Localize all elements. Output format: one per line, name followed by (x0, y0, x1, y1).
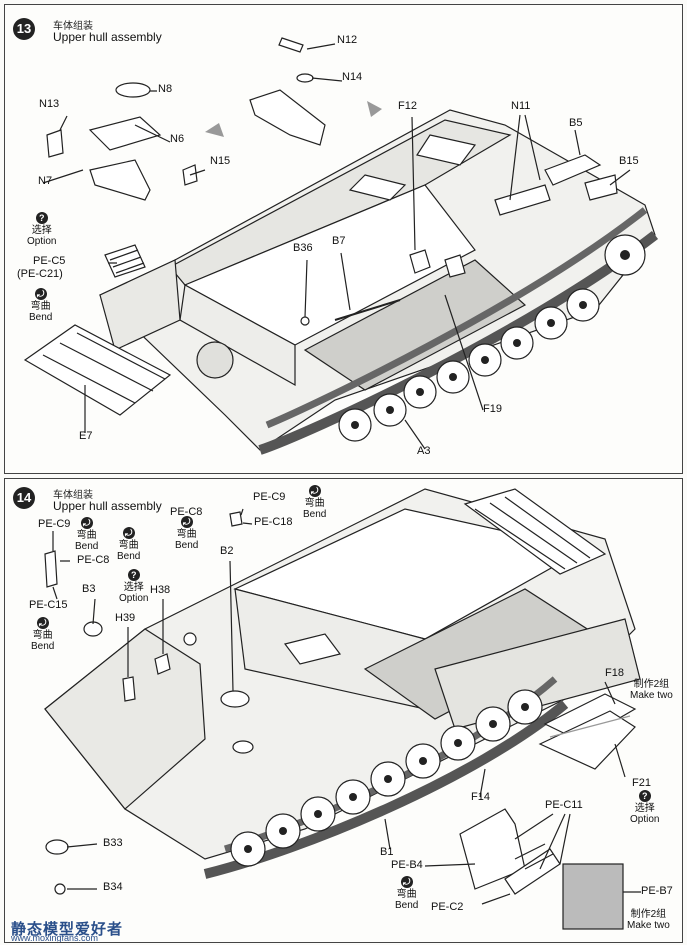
part-label: N11 (511, 100, 531, 112)
hull-drawing-14 (44, 488, 641, 930)
part-label: H38 (150, 584, 171, 596)
make-two-note: 制作2组 Make two (627, 909, 670, 931)
note-en: Bend (303, 509, 327, 520)
part-label: F12 (398, 100, 417, 112)
question-icon: ? (638, 790, 651, 802)
bend-note: ⤾ 弯曲 Bend (75, 517, 98, 552)
part-label: A3 (417, 445, 431, 457)
bend-icon: ⤾ (36, 617, 49, 629)
note-zh: 弯曲 (76, 530, 97, 541)
bend-note: ⤾ 弯曲 Bend (303, 485, 326, 520)
step-14-title: Upper hull assembly (53, 499, 162, 513)
step-14-title-zh: 车体组装 (53, 490, 93, 501)
option-note: ? 选择 Option (27, 212, 56, 247)
part-label: PE-B4 (391, 859, 423, 871)
question-icon: ? (35, 212, 48, 224)
note-en: Bend (31, 641, 55, 652)
bend-note: ⤾ 弯曲 Bend (395, 876, 418, 911)
step-13-title: Upper hull assembly (53, 30, 162, 44)
bend-note: ⤾ 弯曲 Bend (117, 527, 140, 562)
part-label: N15 (210, 155, 231, 167)
note-zh: 选择 (123, 582, 144, 593)
note-en: Option (27, 236, 57, 247)
step-13-panel: 13 车体组装 Upper hull assembly N12 N14 N8 N… (4, 4, 683, 474)
part-label: B1 (380, 846, 394, 858)
step-13-title-zh: 车体组装 (53, 21, 93, 32)
part-label: B36 (293, 242, 313, 254)
part-label: PE-C11 (545, 799, 583, 811)
bend-note: ⤾ 弯曲 Bend (29, 288, 52, 323)
question-icon: ? (127, 569, 140, 581)
part-label: B7 (332, 235, 346, 247)
bend-note: ⤾ 弯曲 Bend (175, 516, 198, 551)
part-label: PE-C15 (29, 599, 68, 611)
step-14-number: 14 (13, 487, 35, 509)
note-en: Make two (630, 690, 673, 701)
note-zh: 选择 (31, 225, 52, 236)
part-label: N14 (342, 71, 363, 83)
note-en: Bend (75, 541, 99, 552)
note-en: Make two (627, 920, 670, 931)
note-zh: 弯曲 (118, 540, 139, 551)
note-en: Bend (175, 540, 199, 551)
step-14-panel: 14 车体组装 Upper hull assembly PE-C9 PE-C8 … (4, 478, 683, 943)
note-zh: 弯曲 (30, 301, 51, 312)
part-label: B5 (569, 117, 583, 129)
part-label: PE-C8 (170, 506, 203, 518)
note-zh: 制作2组 (630, 909, 667, 920)
part-label: N8 (158, 83, 173, 95)
note-zh: 选择 (634, 803, 655, 814)
part-label: B3 (82, 583, 96, 595)
watermark: 静态模型爱好者 (11, 921, 124, 938)
option-note: ? 选择 Option (630, 790, 659, 825)
note-zh: 弯曲 (32, 630, 53, 641)
bend-icon: ⤾ (308, 485, 321, 497)
note-zh: 弯曲 (304, 498, 325, 509)
part-label: PE-C9 (253, 491, 286, 503)
part-label: F18 (605, 667, 624, 679)
bend-icon: ⤾ (34, 288, 47, 300)
part-label: PE-C8 (77, 554, 110, 566)
step-13-number: 13 (13, 18, 35, 40)
bend-icon: ⤾ (122, 527, 135, 539)
part-label: N6 (170, 133, 185, 145)
note-en: Bend (395, 900, 419, 911)
hull-drawing-13 (23, 37, 659, 455)
note-en: Option (630, 814, 660, 825)
option-note: ? 选择 Option (119, 569, 148, 604)
make-two-note: 制作2组 Make two (630, 679, 673, 701)
part-label: PE-C2 (431, 901, 464, 913)
part-label: N12 (337, 34, 358, 46)
part-label: PE-B7 (641, 885, 673, 897)
part-label: B34 (103, 881, 123, 893)
bend-icon: ⤾ (400, 876, 413, 888)
part-label: F19 (483, 403, 502, 415)
part-label: E7 (79, 430, 93, 442)
part-label: (PE-C21) (17, 268, 63, 280)
note-zh: 弯曲 (396, 889, 417, 900)
part-label: PE-C18 (254, 516, 293, 528)
part-label: PE-C5 (33, 255, 66, 267)
part-label: F21 (632, 777, 651, 789)
bend-note: ⤾ 弯曲 Bend (31, 617, 54, 652)
note-zh: 制作2组 (633, 679, 670, 690)
part-label: N7 (38, 175, 53, 187)
part-label: N13 (39, 98, 60, 110)
part-label: B15 (619, 155, 639, 167)
note-en: Bend (29, 312, 53, 323)
part-label: B33 (103, 837, 123, 849)
bend-icon: ⤾ (180, 516, 193, 528)
note-en: Option (119, 593, 149, 604)
part-label: F14 (471, 791, 490, 803)
note-en: Bend (117, 551, 141, 562)
part-label: PE-C9 (38, 518, 71, 530)
watermark-url: www.moxingfans.com (11, 933, 99, 943)
bend-icon: ⤾ (80, 517, 93, 529)
note-zh: 弯曲 (176, 529, 197, 540)
part-label: B2 (220, 545, 234, 557)
part-label: H39 (115, 612, 136, 624)
